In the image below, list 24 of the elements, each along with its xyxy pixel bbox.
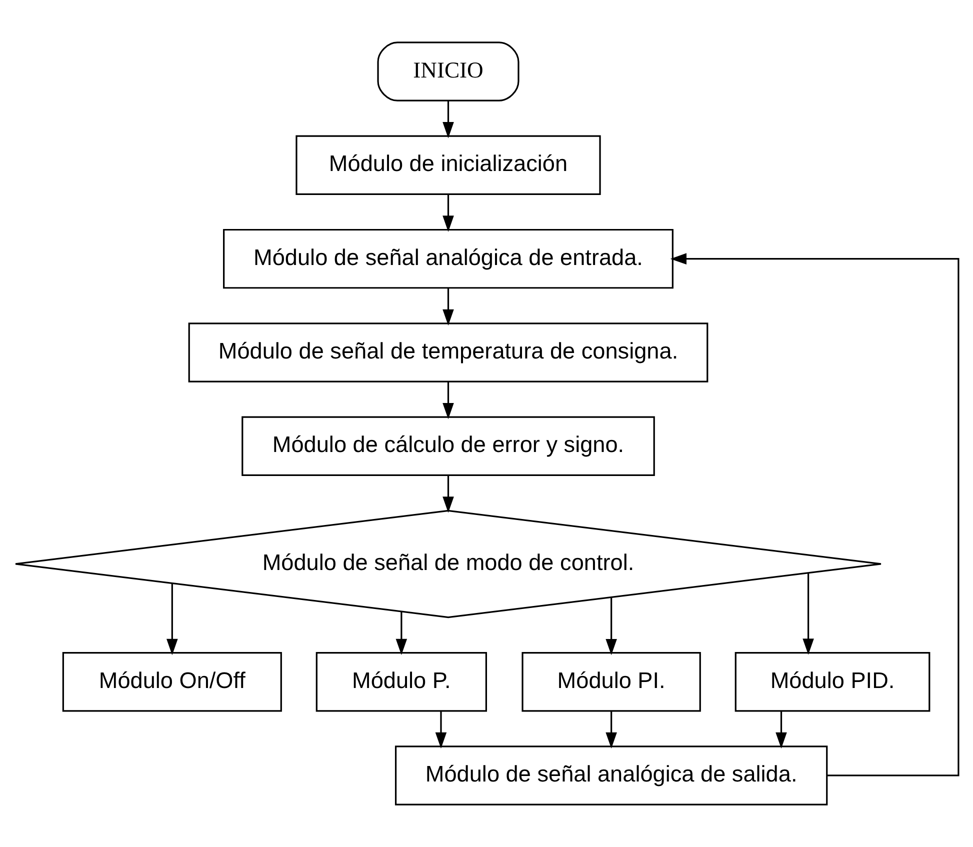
node-box: Módulo de señal analógica de salida. [394,746,828,806]
node-diamond: Módulo de señal de modo de control. [14,510,882,618]
node-box: Módulo de señal analógica de entrada. [222,228,673,289]
arrow [605,597,616,656]
arrow [605,710,616,748]
arrow [442,100,454,138]
arrow [395,612,407,655]
arrow [442,288,454,326]
arrow [670,253,959,776]
node-box: Módulo P. [315,652,486,712]
arrow [442,382,454,420]
arrow [166,583,178,656]
node-box: Módulo PI. [521,652,700,712]
arrow [442,194,454,232]
arrow [802,573,814,655]
node-box: Módulo de señal de temperatura de consigna. [188,322,708,382]
arrow [434,710,446,748]
node-box: Módulo On/Off [62,652,282,712]
node-box: INICIO [376,42,519,102]
node-box: Módulo PID. [734,652,930,712]
node-box: Módulo de cálculo de error y signo. [241,416,654,476]
arrow [775,710,786,748]
arrow [442,475,454,513]
node-box: Módulo de inicialización [295,135,600,196]
